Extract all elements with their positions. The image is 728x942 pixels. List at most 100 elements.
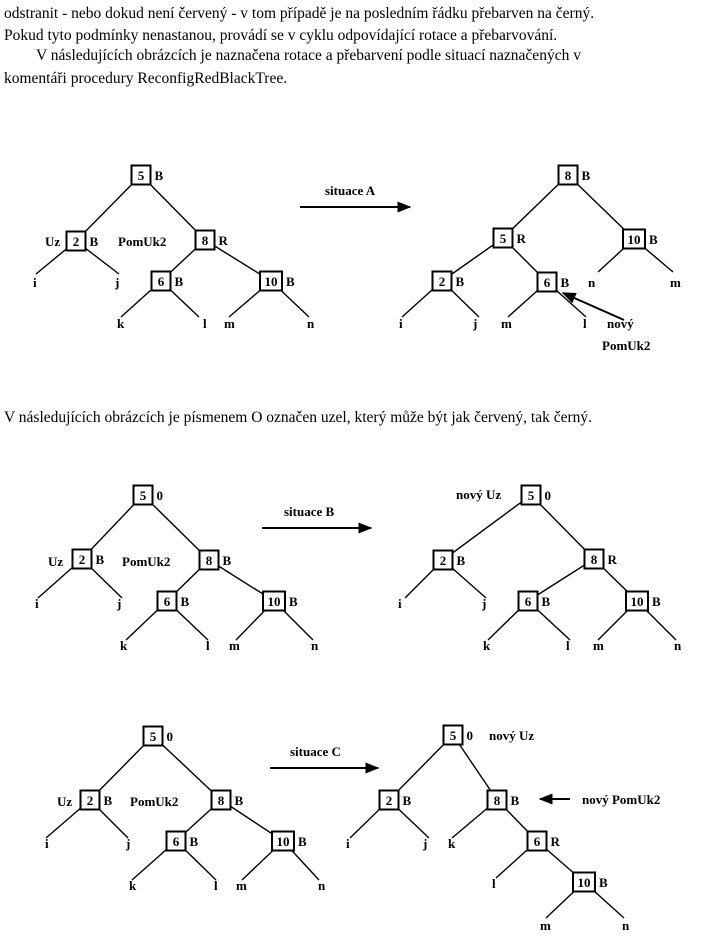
- figc-node-box: [486, 789, 508, 811]
- figc-node-key: 2: [87, 793, 94, 808]
- figa-node-box: [259, 270, 283, 292]
- figc-label: nový Uz: [489, 728, 534, 743]
- figb-node-color: B: [652, 594, 661, 609]
- figa-node-color: B: [286, 274, 295, 289]
- figc-node-key: 8: [494, 793, 501, 808]
- text-line-3: V následujících obrázcích je naznačena r…: [36, 47, 581, 64]
- figb-node-key: 5: [528, 488, 535, 503]
- figb-node-key: 8: [206, 553, 213, 568]
- figa-node-key: 10: [265, 274, 278, 289]
- figc-label: m: [236, 878, 247, 893]
- figa-node-box: [65, 230, 87, 252]
- figa-node-color: R: [219, 233, 229, 248]
- figa-label: Uz: [45, 234, 60, 249]
- figc-edge: [152, 735, 222, 801]
- figa-node-box: [557, 164, 579, 186]
- text-line-4: komentáři procedury ReconfigRedBlackTree…: [4, 70, 288, 87]
- figb-label: l: [206, 638, 210, 653]
- figa-node-box: [431, 270, 453, 292]
- figc-node-color: B: [190, 834, 199, 849]
- figa-label: nový: [607, 316, 634, 331]
- figc-node-key: 10: [277, 834, 290, 849]
- figb-label: k: [483, 638, 491, 653]
- figc-label: j: [422, 836, 427, 851]
- figa-label: PomUk2: [602, 338, 650, 353]
- figc-label: l: [214, 878, 218, 893]
- figc-node-box: [271, 830, 295, 852]
- figb-node-key: 8: [591, 552, 598, 567]
- figc-label: m: [540, 918, 551, 933]
- figc-node-key: 10: [578, 875, 591, 890]
- figc-node-color: B: [235, 793, 244, 808]
- figc-label: i: [346, 836, 350, 851]
- figa-pointer-arrow: [561, 292, 625, 321]
- figc-node-key: 5: [450, 728, 457, 743]
- figc-node-key: 8: [218, 793, 225, 808]
- figb-node-key: 6: [164, 594, 171, 609]
- figa-label: j: [472, 316, 477, 331]
- figb-node-color: B: [181, 594, 190, 609]
- figb-node-color: 0: [157, 488, 164, 503]
- figb-node-key: 6: [525, 594, 532, 609]
- figc-node-color: B: [511, 793, 520, 808]
- figb-node-box: [432, 549, 454, 571]
- figb-edge: [527, 558, 595, 602]
- text-line-5: V následujících obrázcích je písmenem O …: [4, 409, 593, 426]
- figb-label: Uz: [48, 554, 63, 569]
- figc-label: n: [622, 918, 630, 933]
- figc-edge: [452, 734, 498, 801]
- figa-node-key: 8: [565, 168, 572, 183]
- figc-label: l: [492, 876, 496, 891]
- figa-label: l: [203, 316, 207, 331]
- figa-arrow-label: situace A: [325, 183, 376, 198]
- figa-node-box: [150, 270, 172, 292]
- figc-label: j: [125, 836, 130, 851]
- figb-label: m: [229, 638, 240, 653]
- figa-node-key: 8: [202, 233, 209, 248]
- figc-node-box: [79, 789, 101, 811]
- figb-node-color: B: [223, 553, 232, 568]
- figb-label: nový Uz: [456, 487, 501, 502]
- figc-label: k: [448, 836, 456, 851]
- figa-node-key: 10: [628, 232, 641, 247]
- figc-node-color: 0: [167, 729, 174, 744]
- figc-label: Uz: [57, 794, 72, 809]
- figa-node-color: B: [561, 275, 570, 290]
- figc-label: i: [45, 836, 49, 851]
- figa-label: PomUk2: [118, 234, 166, 249]
- figc-node-color: R: [551, 834, 561, 849]
- figc-node-color: B: [104, 793, 113, 808]
- figc-node-box: [165, 830, 187, 852]
- figa-node-color: B: [649, 232, 658, 247]
- figb-node-box: [625, 590, 649, 612]
- figc-node-color: 0: [467, 728, 474, 743]
- figa-label: k: [117, 316, 125, 331]
- figa-label: j: [114, 275, 119, 290]
- figa-node-color: B: [155, 168, 164, 183]
- figc-edge: [89, 735, 154, 801]
- figc-node-key: 6: [173, 834, 180, 849]
- figc-node-box: [526, 830, 548, 852]
- figb-node-box: [520, 484, 542, 506]
- text-line-1: odstranit - nebo dokud není červený - v …: [4, 5, 595, 22]
- figa-label: n: [307, 316, 315, 331]
- figa-node-color: B: [456, 274, 465, 289]
- figb-node-box: [262, 590, 286, 612]
- figa-label: m: [670, 275, 681, 290]
- figb-node-key: 5: [140, 488, 147, 503]
- figa-node-key: 6: [158, 274, 165, 289]
- figa-edge: [502, 174, 569, 239]
- figc-node-color: B: [298, 834, 307, 849]
- figa-node-color: R: [517, 231, 527, 246]
- figc-node-color: B: [403, 793, 412, 808]
- figc-node-key: 6: [534, 834, 541, 849]
- figb-label: i: [398, 596, 402, 611]
- figb-label: n: [311, 638, 319, 653]
- text-line-2: Pokud tyto podmínky nenastanou, provádí …: [4, 27, 558, 44]
- figa-label: n: [588, 275, 596, 290]
- figa-node-color: B: [90, 234, 99, 249]
- figb-edge: [442, 494, 532, 561]
- figb-edge: [142, 494, 210, 561]
- figc-node-box: [142, 725, 164, 747]
- figb-node-box: [517, 590, 539, 612]
